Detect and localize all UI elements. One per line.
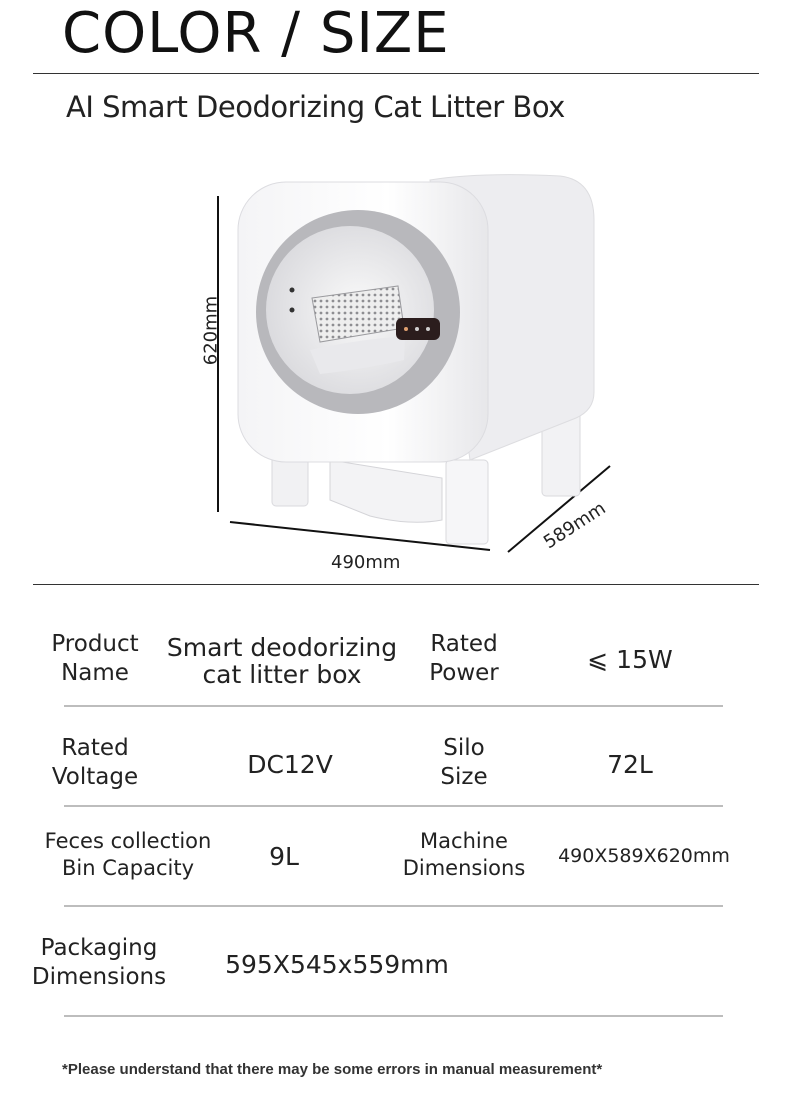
product-name-label: Product Name: [51, 631, 139, 686]
width-dimension-line: [229, 521, 491, 551]
rated-voltage-value: DC12V: [247, 750, 333, 779]
row-separator: [64, 805, 723, 807]
width-label: 490mm: [331, 552, 401, 573]
product-name-value: Smart deodorizing cat litter box: [166, 633, 398, 689]
measurement-disclaimer: *Please understand that there may be som…: [62, 1061, 603, 1078]
packaging-dimensions-value: 595X545x559mm: [225, 950, 449, 979]
inner-tray: [310, 336, 405, 374]
row-separator: [64, 705, 723, 707]
bin-capacity-label: Feces collection Bin Capacity: [44, 829, 212, 880]
silo-size-label: Silo Size: [440, 735, 488, 790]
rated-power-value: ⩽ 15W: [587, 645, 673, 674]
depth-dimension-line: [507, 465, 611, 553]
height-label: 620mm: [200, 295, 222, 366]
spec-divider: [33, 584, 759, 585]
bin-capacity-value: 9L: [269, 842, 299, 871]
row-separator: [64, 905, 723, 907]
rated-voltage-label: Rated Voltage: [51, 735, 139, 790]
title-divider: [33, 73, 759, 74]
front-leg: [445, 459, 489, 545]
rated-power-label: Rated Power: [429, 631, 499, 686]
silo-size-value: 72L: [607, 750, 653, 779]
machine-dimensions-value: 490X589X620mm: [558, 845, 730, 867]
machine-dimensions-label: Machine Dimensions: [402, 829, 526, 880]
waste-drawer: [329, 459, 443, 523]
packaging-dimensions-label: Packaging Dimensions: [31, 935, 167, 990]
page-title: COLOR / SIZE: [62, 1, 450, 66]
row-separator: [64, 1015, 723, 1017]
litter-box-illustration: [217, 174, 611, 553]
product-subtitle: AI Smart Deodorizing Cat Litter Box: [66, 90, 565, 124]
